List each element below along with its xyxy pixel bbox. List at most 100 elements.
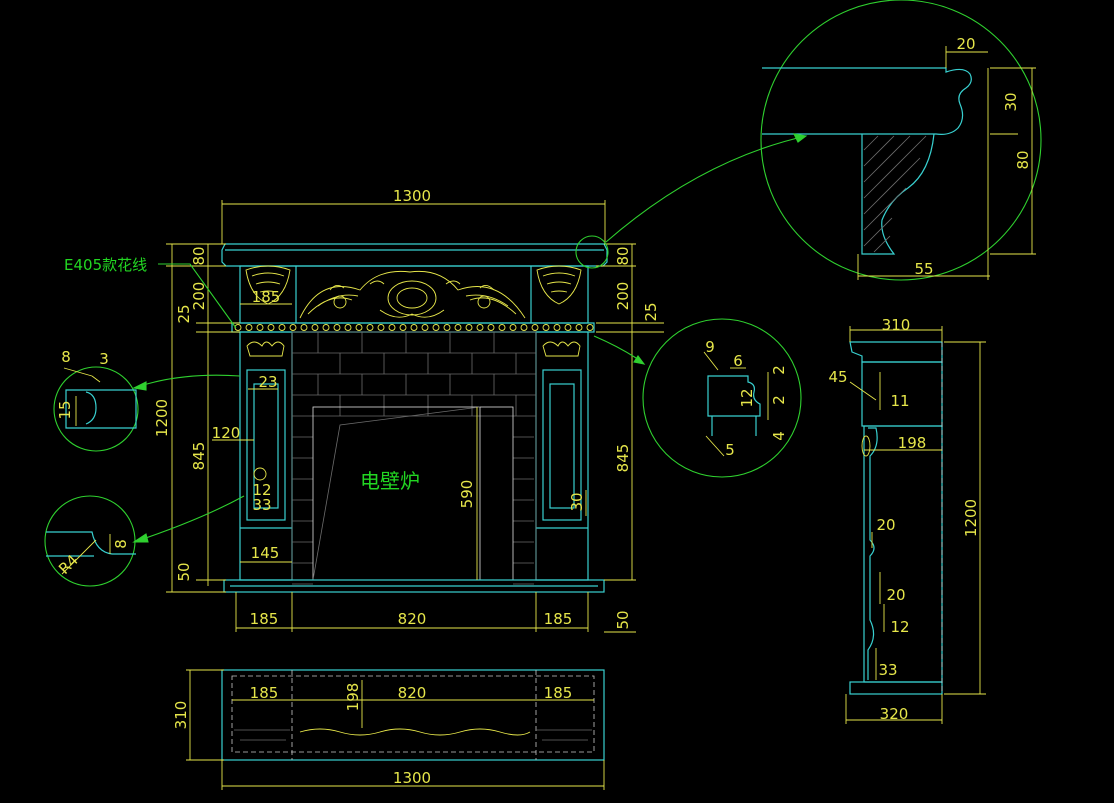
detail-lt-15: 15 (56, 400, 74, 419)
molding-bead (267, 324, 275, 331)
leader-mid-right (593, 335, 646, 365)
dim-total-height: 1200 (153, 399, 171, 437)
molding-callout: E405款花线 (64, 256, 237, 329)
dim-right-200: 200 (614, 282, 632, 311)
dim-base-height: 50 (175, 562, 193, 581)
side-20b: 20 (886, 586, 905, 604)
molding-bead (443, 324, 451, 331)
detail-mr-9: 9 (705, 338, 715, 356)
side-33: 33 (878, 661, 897, 679)
molding-bead (487, 324, 495, 331)
detail-tr-55: 55 (914, 260, 933, 278)
leader-top-right (575, 133, 808, 269)
dim-pillar-height: 845 (190, 442, 208, 471)
plan-mid: 820 (398, 684, 427, 702)
plan-view: 310 185 820 185 198 1300 (172, 669, 605, 790)
detail-mr-2a: 2 (770, 365, 788, 375)
detail-tr-80: 80 (1014, 150, 1032, 169)
hatch-section (863, 135, 927, 253)
leader-left-top (132, 374, 241, 391)
molding-bead (256, 324, 264, 331)
dim-top-width: 1300 (393, 187, 431, 205)
dim-pillar-120: 120 (212, 424, 241, 442)
detail-mr-2b: 2 (770, 395, 788, 405)
right-corbel-carving (536, 265, 582, 305)
detail-left-top: 8 3 15 (53, 348, 139, 452)
side-top-width: 310 (882, 316, 911, 334)
molding-bead (531, 324, 539, 331)
molding-bead (388, 324, 396, 331)
dim-bottom-mid: 820 (398, 610, 427, 628)
side-12: 12 (890, 618, 909, 636)
molding-bead (553, 324, 561, 331)
molding-bead (399, 324, 407, 331)
dim-right-80: 80 (614, 246, 632, 265)
detail-tr-30: 30 (1002, 92, 1020, 111)
molding-bead (410, 324, 418, 331)
side-bottom-width: 320 (880, 705, 909, 723)
molding-bead (498, 324, 506, 331)
molding-bead (245, 324, 253, 331)
dim-bottom-left: 185 (250, 610, 279, 628)
detail-lt-8: 8 (61, 348, 71, 366)
molding-bead (465, 324, 473, 331)
molding-bead (366, 324, 374, 331)
detail-tr-20: 20 (956, 35, 975, 53)
plan-depth: 310 (172, 701, 190, 730)
detail-mr-12: 12 (738, 388, 756, 407)
dim-right-845: 845 (614, 444, 632, 473)
detail-left-bottom: 8 R4 (44, 495, 136, 587)
detail-mid-right: 9 6 2 12 2 4 5 (642, 318, 802, 478)
detail-lt-3: 3 (99, 350, 109, 368)
leader-left-bottom (132, 495, 245, 543)
front-dimensions: 1300 80 200 25 1200 845 50 80 200 25 845… (153, 187, 664, 633)
molding-bead (520, 324, 528, 331)
dim-pillar-23: 23 (258, 373, 277, 391)
dim-right-25: 25 (642, 302, 660, 321)
dim-pillar-base: 145 (251, 544, 280, 562)
detail-lb-8: 8 (112, 539, 130, 549)
plan-total: 1300 (393, 769, 431, 787)
detail-top-right: 20 30 80 55 (760, 0, 1042, 281)
side-45: 45 (828, 368, 847, 386)
side-height: 1200 (962, 499, 980, 537)
dim-left-25: 25 (175, 304, 193, 323)
dim-corbel-width: 185 (252, 288, 281, 306)
front-elevation: 电壁炉 (221, 243, 608, 593)
molding-bead (333, 324, 341, 331)
molding-bead (344, 324, 352, 331)
left-corbel-carving (245, 265, 291, 305)
detail-mr-5: 5 (725, 441, 735, 459)
molding-beads (234, 324, 594, 331)
molding-bead (542, 324, 550, 331)
molding-bead (322, 324, 330, 331)
plan-left: 185 (250, 684, 279, 702)
fireplace-label: 电壁炉 (360, 469, 420, 493)
molding-bead (289, 324, 297, 331)
molding-bead (278, 324, 286, 331)
dim-right-30: 30 (568, 492, 586, 511)
dim-left-200: 200 (190, 282, 208, 311)
dim-bottom-right: 185 (544, 610, 573, 628)
molding-bead (509, 324, 517, 331)
dim-left-80: 80 (190, 246, 208, 265)
molding-bead (311, 324, 319, 331)
plan-right: 185 (544, 684, 573, 702)
side-11: 11 (890, 392, 909, 410)
molding-bead (586, 324, 594, 331)
dim-pillar-33: 33 (252, 496, 271, 514)
dim-right-50: 50 (614, 610, 632, 629)
side-20a: 20 (876, 516, 895, 534)
molding-bead (575, 324, 583, 331)
molding-bead (476, 324, 484, 331)
center-carving (299, 270, 526, 319)
molding-bead (355, 324, 363, 331)
molding-bead (421, 324, 429, 331)
molding-bead (300, 324, 308, 331)
side-elevation: 310 45 11 198 1200 20 20 12 33 320 (828, 316, 986, 724)
dim-opening-height: 590 (458, 480, 476, 509)
dim-pillar-12: 12 (252, 481, 271, 499)
detail-mr-4: 4 (770, 431, 788, 441)
molding-bead (432, 324, 440, 331)
